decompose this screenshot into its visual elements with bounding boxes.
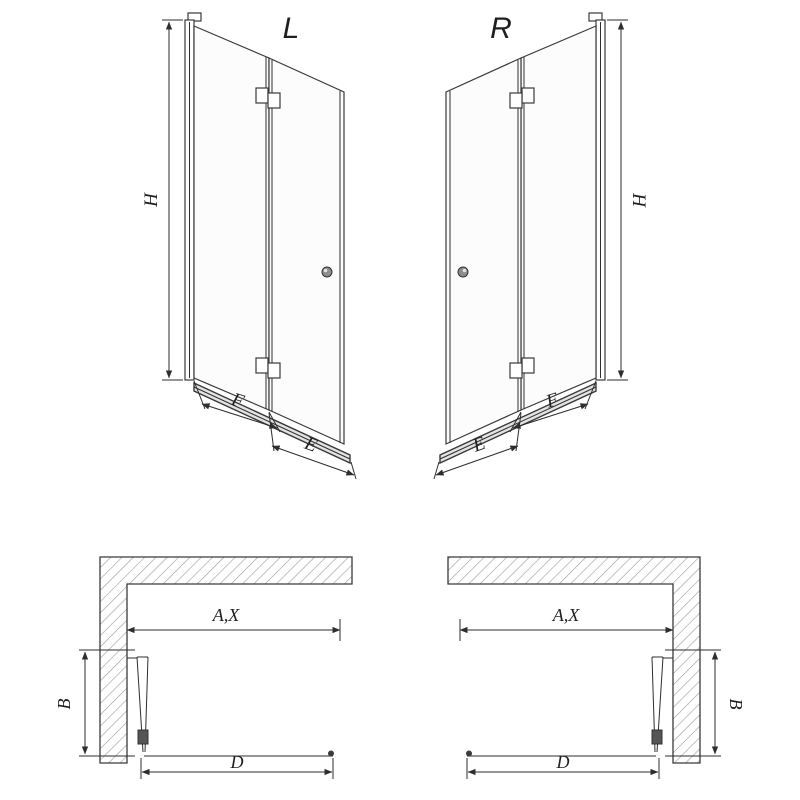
width-dim-label-left-plan: A,X [212,605,240,625]
folded-door-right-plan [651,656,673,753]
dim-AX-right [459,619,674,641]
height-dim-label-right: H [628,192,649,208]
pivot-dot-right-plan [466,750,472,757]
iso-view-right: R H F E [434,12,649,479]
wall-hatched-right [447,556,701,764]
hinge-block-right-plan [651,729,663,745]
dim-F [193,380,281,433]
dim-E [268,412,357,480]
variant-label-right: R [490,12,512,45]
iso-view-left: L H F E [141,12,357,480]
dim-B-left [79,649,135,757]
dim-H [162,19,183,381]
glass-panel-outer [268,57,345,445]
plan-view-left: A,X B D [54,556,353,779]
plan-view-right: A,X B D [447,556,746,779]
depth-dim-label-left-plan: B [54,699,74,710]
iso-door-shape [162,12,357,480]
glass-panel-inner [193,25,270,411]
depth-dim-label-right-plan: B [726,699,746,710]
fold-hinge-top [255,87,281,109]
iso-door-shape-mirrored [434,13,628,479]
door-knob [321,266,333,278]
opening-dim-label-right-plan: D [556,752,570,772]
dim-D-left [140,758,334,779]
fold-hinge-bottom [255,357,281,379]
dim-D-right [466,758,660,779]
hinge-block-left-plan [137,729,149,745]
dim-B-right [665,649,721,757]
pivot-dot-left-plan [328,750,334,757]
wall-hatched-left [99,556,353,764]
height-dim-label-left: H [141,192,162,208]
folded-door-left-plan [127,656,149,753]
width-dim-label-right-plan: A,X [552,605,580,625]
opening-dim-label-left-plan: D [230,752,244,772]
dim-AX-left [126,619,341,641]
variant-label-left: L [283,12,300,45]
